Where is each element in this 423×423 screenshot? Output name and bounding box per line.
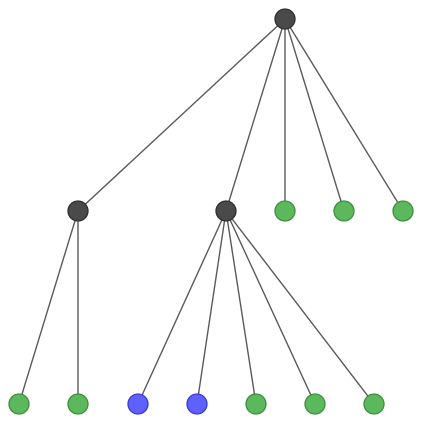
edge-c1-to-c1-4: [225, 210, 375, 405]
edge-root-to-c0: [77, 18, 286, 212]
internal-node-c1: [215, 200, 237, 222]
edge-c1-to-c1-1: [196, 210, 227, 405]
nodes-layer: [8, 8, 414, 415]
green-leaf-node-c0-0: [8, 393, 30, 415]
edge-root-to-c3: [284, 18, 345, 212]
green-leaf-node-c1-4: [363, 393, 385, 415]
edge-root-to-c4: [284, 18, 404, 212]
internal-node-root: [274, 8, 296, 30]
green-leaf-node-c4: [392, 200, 414, 222]
green-leaf-node-c2: [274, 200, 296, 222]
internal-node-c0: [67, 200, 89, 222]
edges-layer: [18, 18, 404, 405]
edge-c1-to-c1-0: [137, 210, 227, 405]
edge-c1-to-c1-2: [225, 210, 257, 405]
green-leaf-node-c3: [333, 200, 355, 222]
edge-c1-to-c1-3: [225, 210, 316, 405]
blue-leaf-node-c1-0: [127, 393, 149, 415]
edge-root-to-c1: [225, 18, 286, 212]
green-leaf-node-c0-1: [67, 393, 89, 415]
edge-c0-to-c0-0: [18, 210, 79, 405]
green-leaf-node-c1-3: [304, 393, 326, 415]
green-leaf-node-c1-2: [245, 393, 267, 415]
blue-leaf-node-c1-1: [186, 393, 208, 415]
